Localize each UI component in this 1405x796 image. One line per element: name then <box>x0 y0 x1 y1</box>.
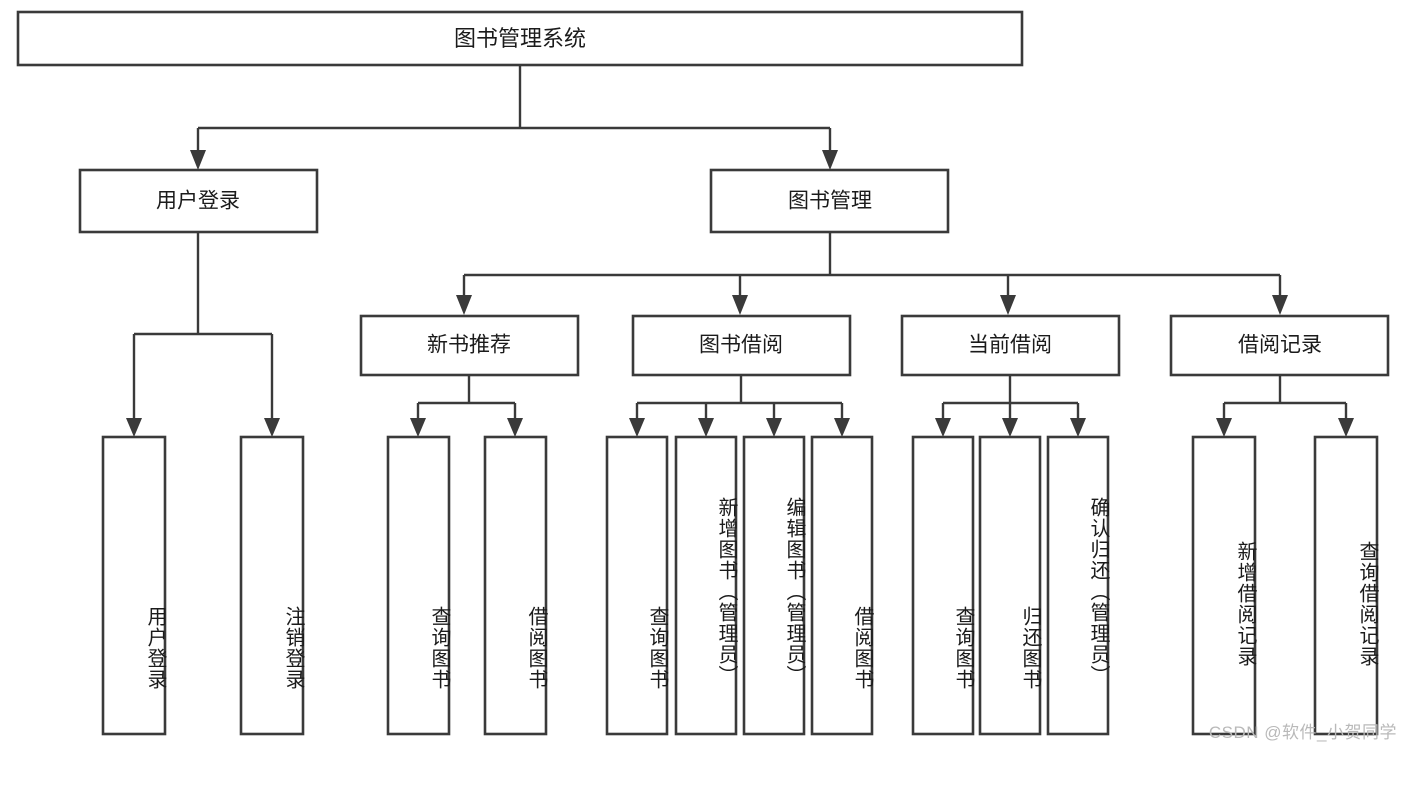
node-book-borrow-label: 图书借阅 <box>699 334 783 357</box>
arrowhead-leaf-query-record <box>1338 418 1354 437</box>
node-book-manage-label: 图书管理 <box>788 190 872 213</box>
leaf-box-query-book-3[interactable] <box>911 435 975 736</box>
node-current-borrow-box[interactable] <box>900 314 1121 377</box>
arrowhead-borrow-record <box>1272 295 1288 315</box>
arrowhead-leaf-add-record <box>1216 418 1232 437</box>
node-user-login[interactable]: 用户登录 <box>78 168 319 234</box>
arrowhead-book-borrow <box>732 295 748 315</box>
node-new-book-rec[interactable]: 新书推荐 <box>359 314 580 377</box>
arrowhead-leaf-edit-book <box>766 418 782 437</box>
arrowhead-leaf-logout <box>264 418 280 437</box>
connector-group-borrow-record <box>1216 375 1354 437</box>
node-root-box[interactable] <box>16 10 1024 67</box>
node-new-book-rec-label: 新书推荐 <box>427 334 511 357</box>
connector-group-book-manage <box>456 232 1288 315</box>
flowchart-diagram: 图书管理系统 用户登录 图书管理 新书推荐 图书借阅 当前借阅 借阅记录 <box>16 10 1397 742</box>
leaf-boxes-borrow-record <box>1191 435 1379 736</box>
leaf-box-logout[interactable] <box>239 435 305 736</box>
arrowhead-leaf-query-book-3 <box>935 418 951 437</box>
arrowhead-book-manage <box>822 150 838 170</box>
arrowhead-leaf-return-book <box>1002 418 1018 437</box>
node-borrow-record[interactable]: 借阅记录 <box>1169 314 1390 377</box>
leaf-boxes-current-borrow <box>911 435 1110 736</box>
arrowhead-leaf-query-book-1 <box>410 418 426 437</box>
tree-structure-svg: 图书管理系统 用户登录 图书管理 新书推荐 图书借阅 当前借阅 借阅记录 <box>16 10 1390 736</box>
connector-group-root <box>190 65 838 170</box>
arrowhead-new-book-rec <box>456 295 472 315</box>
connector-group-new-book-rec <box>410 375 523 437</box>
connector-group-current-borrow <box>935 375 1086 437</box>
arrowhead-leaf-user-login <box>126 418 142 437</box>
leaf-box-add-book[interactable] <box>674 435 738 736</box>
watermark-text: CSDN @软件_小贺同学 <box>1208 723 1397 742</box>
leaf-box-query-book-2[interactable] <box>605 435 669 736</box>
arrowhead-leaf-add-book <box>698 418 714 437</box>
leaf-box-return-book[interactable] <box>978 435 1042 736</box>
leaf-box-add-record[interactable] <box>1191 435 1257 736</box>
leaf-box-borrow-book-1[interactable] <box>483 435 548 736</box>
leaf-boxes-book-borrow <box>605 435 874 736</box>
leaf-box-borrow-book-2[interactable] <box>810 435 874 736</box>
arrowhead-leaf-query-book-2 <box>629 418 645 437</box>
leaf-boxes-new-book-rec <box>386 435 548 736</box>
node-borrow-record-box[interactable] <box>1169 314 1390 377</box>
node-borrow-record-label: 借阅记录 <box>1238 334 1322 357</box>
arrowhead-leaf-confirm-return <box>1070 418 1086 437</box>
leaf-box-query-book-1[interactable] <box>386 435 451 736</box>
leaf-boxes-user-login <box>101 435 305 736</box>
leaf-box-confirm-return[interactable] <box>1046 435 1110 736</box>
leaf-box-query-record[interactable] <box>1313 435 1379 736</box>
leaf-box-edit-book[interactable] <box>742 435 806 736</box>
connector-group-user-login <box>126 232 280 437</box>
connector-group-book-borrow <box>629 375 850 437</box>
leaf-box-user-login[interactable] <box>101 435 167 736</box>
arrowhead-current-borrow <box>1000 295 1016 315</box>
arrowhead-user-login <box>190 150 206 170</box>
node-current-borrow-label: 当前借阅 <box>968 334 1052 357</box>
node-book-manage-box[interactable] <box>709 168 950 234</box>
node-book-manage[interactable]: 图书管理 <box>709 168 950 234</box>
node-root[interactable]: 图书管理系统 <box>16 10 1024 67</box>
node-user-login-label: 用户登录 <box>156 190 240 213</box>
node-new-book-rec-box[interactable] <box>359 314 580 377</box>
node-root-label: 图书管理系统 <box>454 26 586 51</box>
node-user-login-box[interactable] <box>78 168 319 234</box>
arrowhead-leaf-borrow-book-2 <box>834 418 850 437</box>
node-book-borrow-box[interactable] <box>631 314 852 377</box>
arrowhead-leaf-borrow-book-1 <box>507 418 523 437</box>
node-current-borrow[interactable]: 当前借阅 <box>900 314 1121 377</box>
node-book-borrow[interactable]: 图书借阅 <box>631 314 852 377</box>
